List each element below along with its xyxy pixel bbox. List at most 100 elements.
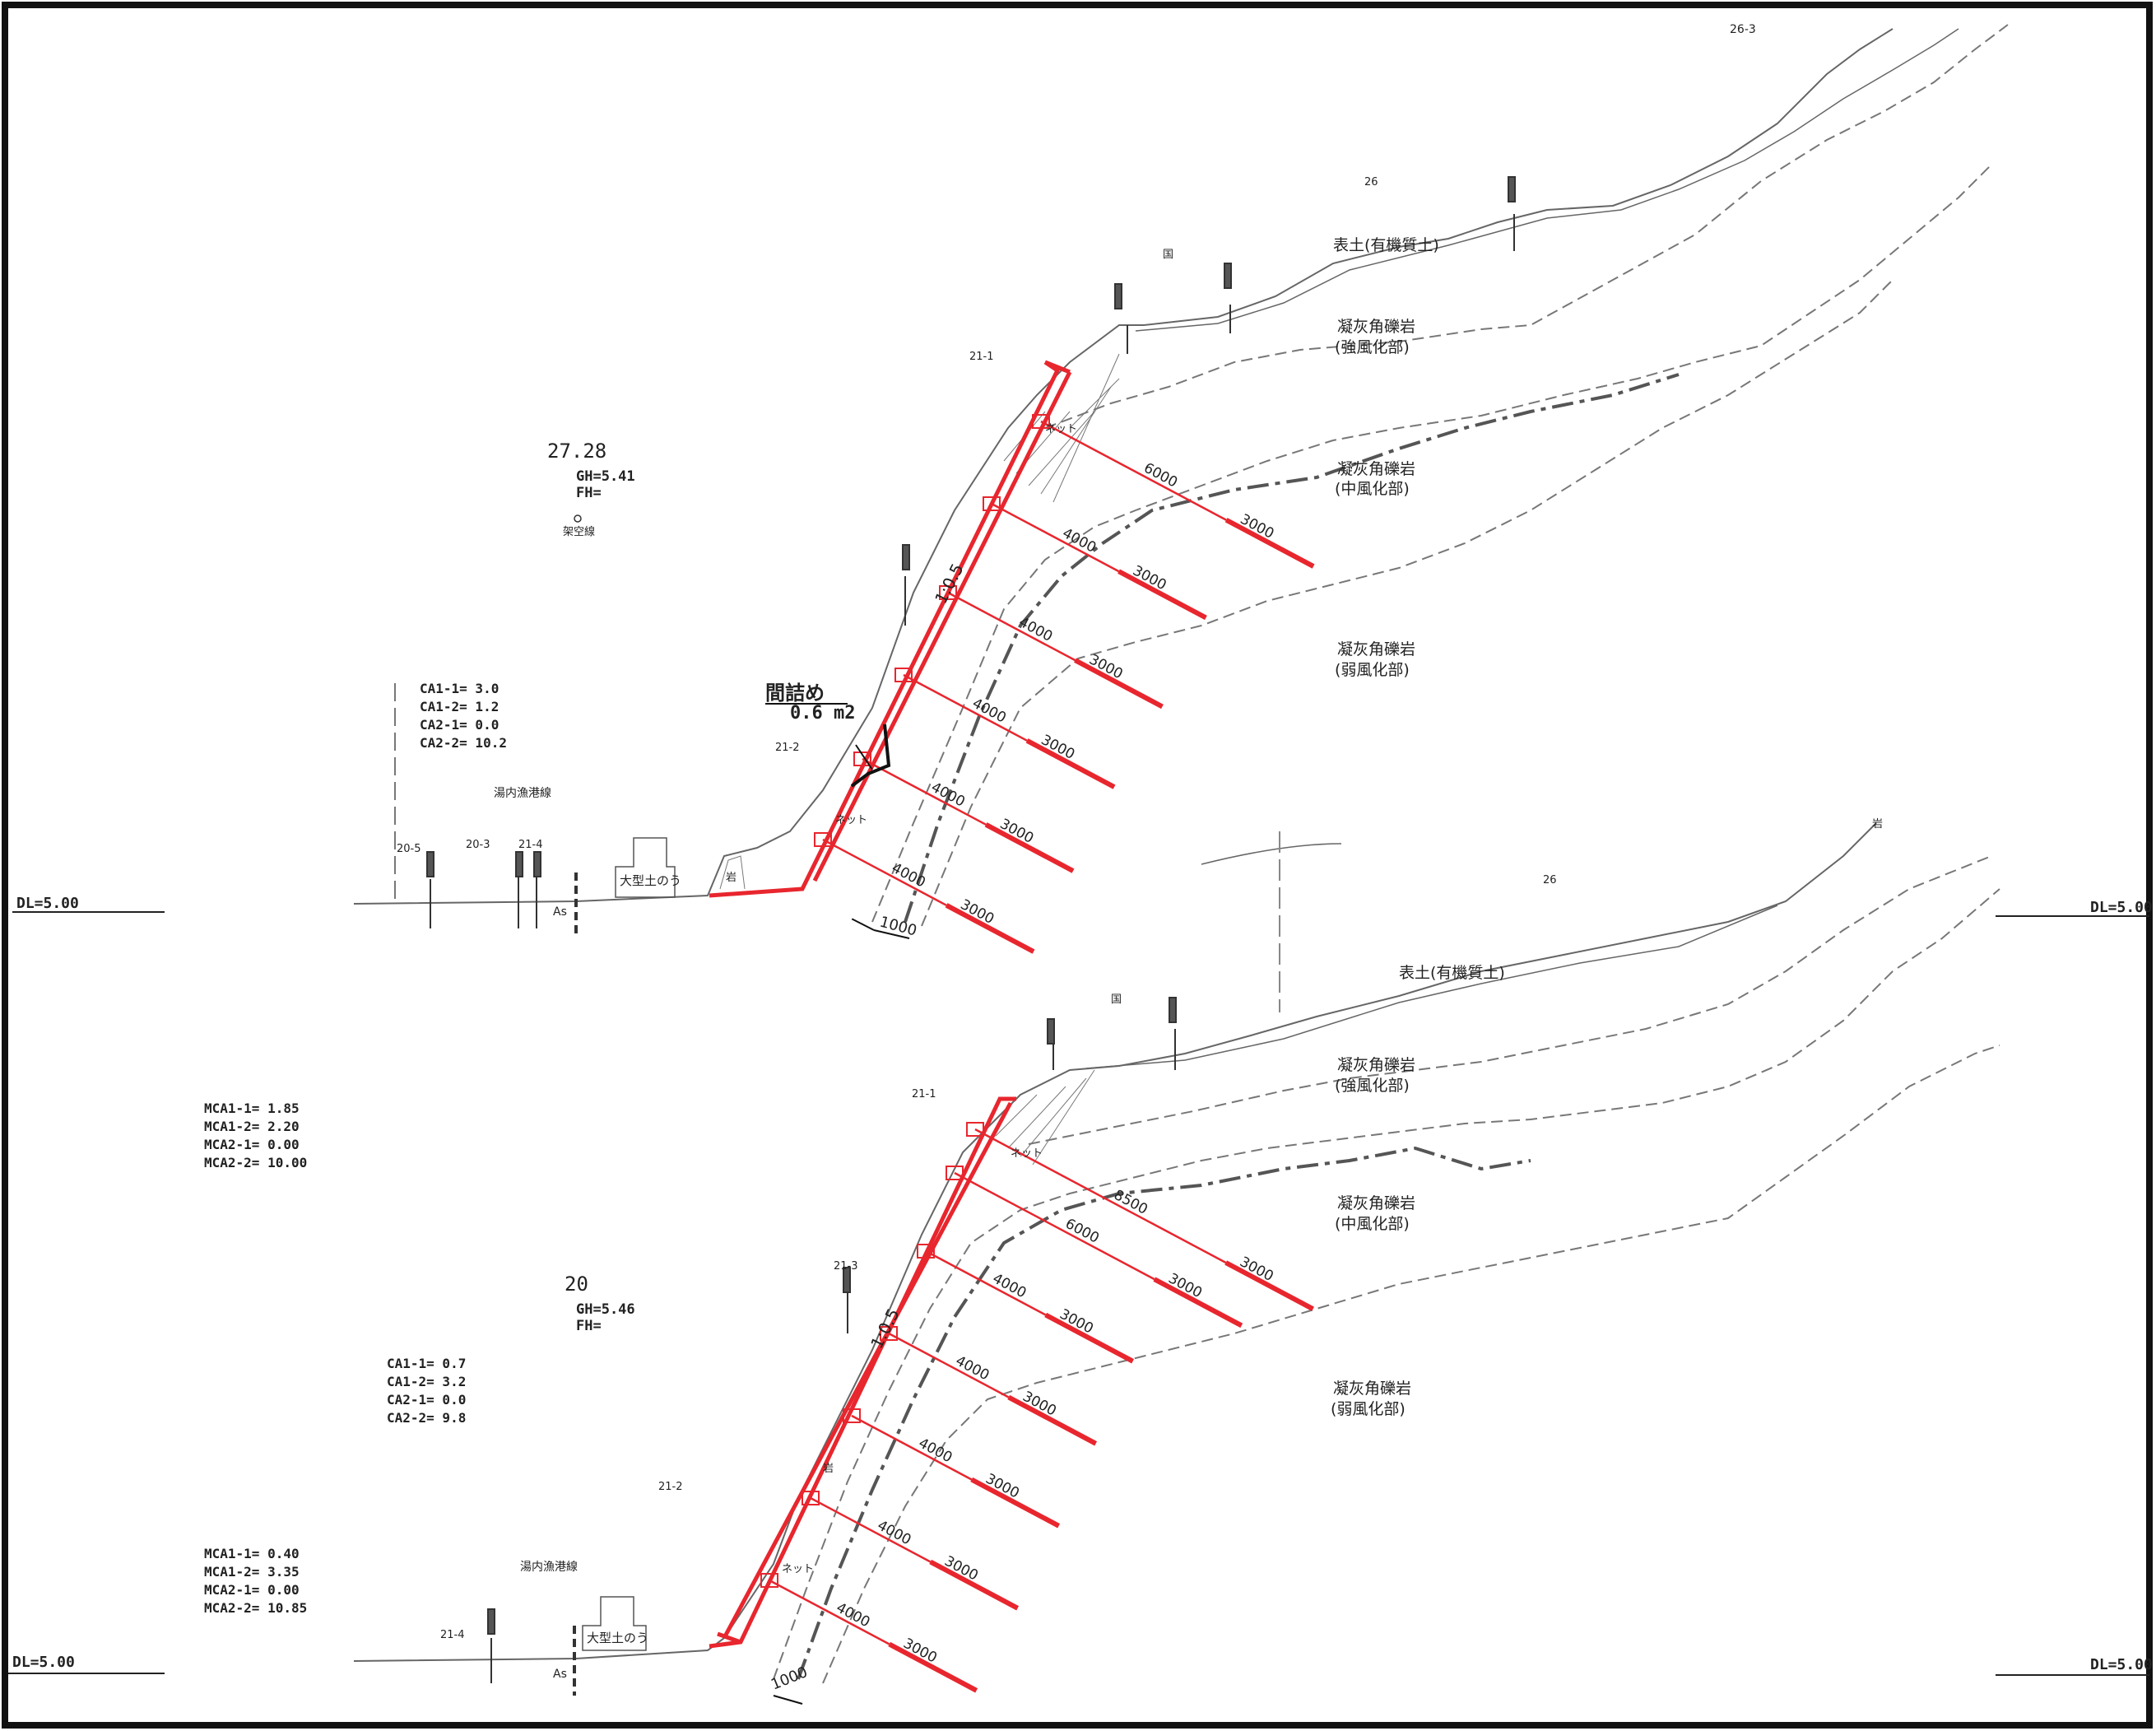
lower-mca-top-3: MCA2-1= 0.00 — [204, 1137, 300, 1152]
upper-base-dimension — [851, 918, 875, 931]
upper-sandbag-outline — [615, 837, 676, 898]
lower-base-dim-line — [773, 1695, 803, 1705]
lower-anchor-fixed-3 — [1044, 1312, 1135, 1364]
upper-rock-outline — [719, 855, 746, 890]
upper-anchor-plate-6 — [814, 832, 832, 847]
upper-anchor-fixed-1 — [1224, 518, 1315, 569]
lower-layer-4-name: 凝灰角礫岩 — [1333, 1380, 1411, 1398]
upper-base-dim-line — [873, 929, 910, 939]
upper-fill-label: 間詰め — [765, 682, 825, 705]
upper-anchor-fixed-4 — [1025, 738, 1116, 789]
upper-anchor-free-length-5: 4000 — [928, 779, 968, 811]
upper-anchor-plate-3 — [939, 585, 957, 600]
lower-anchor-free-4 — [888, 1332, 1010, 1398]
upper-rock-label: 岩 — [726, 872, 736, 884]
lower-ca-table: CA1-1= 0.7 CA1-2= 3.2 CA2-1= 0.0 CA2-2= … — [387, 1356, 466, 1426]
lower-boundary-4 — [822, 1045, 2000, 1684]
upper-survey-posts — [426, 176, 1516, 938]
upper-ca-1: CA1-1= 3.0 — [420, 681, 499, 696]
lower-boundary-2 — [797, 1146, 1531, 1680]
upper-layer-3-name: 凝灰角礫岩 — [1337, 460, 1415, 478]
upper-sandbag-label: 大型土のう — [620, 873, 681, 888]
lower-base-width: 1000 — [769, 1664, 810, 1694]
lower-asphalt-label: As — [553, 1668, 567, 1681]
upper-boundary-1 — [1044, 24, 2009, 429]
upper-anchor-plate-5 — [853, 751, 871, 766]
lower-anchor-fixed-1 — [1224, 1260, 1314, 1311]
lower-datum-label-left: DL=5.00 — [12, 1654, 75, 1671]
lower-anchor-fixed-4 — [1007, 1394, 1098, 1446]
upper-road-name: 湯内漁港線 — [494, 786, 551, 800]
upper-fill-leader — [855, 744, 873, 770]
lower-anchor-plate-4 — [880, 1326, 898, 1341]
lower-anchor-plate-1 — [966, 1122, 984, 1137]
upper-wire-marker — [574, 514, 582, 523]
upper-ca-2: CA1-2= 1.2 — [420, 699, 499, 714]
lower-anchor-free-length-2: 6000 — [1062, 1216, 1102, 1247]
upper-anchors: 6000300040003000400030004000300040003000… — [814, 414, 1315, 954]
upper-anchor-free-length-6: 4000 — [889, 860, 928, 891]
lower-anchor-free-length-3: 4000 — [990, 1270, 1029, 1301]
upper-ca-3: CA2-1= 0.0 — [420, 717, 499, 733]
lower-anchor-free-3 — [925, 1249, 1047, 1316]
upper-section: DL=5.00 DL=5.00 大型土のう — [12, 24, 2153, 954]
upper-ca-table: CA1-1= 3.0 CA1-2= 1.2 CA2-1= 0.0 CA2-2= … — [420, 681, 507, 751]
upper-boundary-3 — [871, 164, 1992, 923]
lower-layer-labels: 表土(有機質土) 凝灰角礫岩 (強風化部) 凝灰角礫岩 (中風化部) 凝灰角礫岩… — [1331, 964, 1505, 1418]
lower-anchor-free-6 — [810, 1496, 932, 1563]
lower-lot-21-4: 21-4 — [440, 1629, 465, 1641]
lower-slope-ratio: 1:0.5 — [867, 1305, 904, 1352]
upper-lot-21-4: 21-4 — [518, 839, 543, 851]
lower-anchor-free-5 — [851, 1414, 973, 1481]
lower-lot-26: 26 — [1543, 874, 1557, 886]
lower-survey-posts — [487, 997, 1177, 1696]
lower-ground-surface — [353, 822, 1877, 1662]
upper-anchor-fixed-2 — [1117, 569, 1207, 621]
lower-mca-top-1: MCA1-1= 1.85 — [204, 1100, 300, 1116]
lower-road-name: 湯内漁港線 — [520, 1560, 578, 1574]
upper-anchor-plate-4 — [894, 668, 913, 682]
lower-rock-label: 岩 — [823, 1463, 834, 1475]
lower-mca-top-2: MCA1-2= 2.20 — [204, 1119, 300, 1134]
lower-anchor-free-1 — [974, 1128, 1227, 1264]
upper-anchor-free-length-1: 6000 — [1141, 460, 1180, 491]
lower-mca-top-table: MCA1-1= 1.85 MCA1-2= 2.20 MCA2-1= 0.00 M… — [204, 1100, 307, 1170]
lower-rock-top: 岩 — [1872, 818, 1883, 831]
lower-ca-1: CA1-1= 0.7 — [387, 1356, 466, 1371]
upper-anchor-free-length-3: 4000 — [1016, 614, 1056, 645]
upper-lot-21-2: 21-2 — [775, 742, 800, 754]
lower-lot-21-2: 21-2 — [658, 1481, 683, 1493]
upper-net-label-top: ネット — [1045, 423, 1077, 435]
lower-anchor-free-2 — [954, 1171, 1155, 1281]
upper-overhead-wire: 架空線 — [563, 525, 595, 538]
upper-anchor-free-2 — [991, 502, 1120, 573]
lower-mca-bottom-1: MCA1-1= 0.40 — [204, 1546, 300, 1561]
upper-net-label-bottom: ネット — [835, 814, 867, 826]
lower-datum-label-right: DL=5.00 — [2090, 1656, 2153, 1673]
lower-ground-surface-offset — [1085, 905, 1778, 1069]
lower-lot-21-3: 21-3 — [834, 1260, 858, 1273]
lower-anchor-plate-5 — [843, 1408, 861, 1423]
upper-datum-label-right: DL=5.00 — [2090, 899, 2153, 916]
upper-lot-26: 26 — [1364, 176, 1378, 188]
lower-anchor-fixed-6 — [929, 1559, 1020, 1611]
upper-layer-3-zone: (中風化部) — [1335, 480, 1410, 498]
lower-anchor-free-length-7: 4000 — [834, 1599, 873, 1631]
upper-fh: FH= — [576, 485, 602, 501]
upper-lot-20-3: 20-3 — [466, 839, 490, 851]
lower-anchor-fixed-2 — [1153, 1277, 1243, 1328]
upper-layer-4-zone: (弱風化部) — [1335, 661, 1410, 679]
upper-layer-2-name: 凝灰角礫岩 — [1337, 318, 1415, 336]
upper-national-land: 国 — [1163, 249, 1173, 261]
upper-anchor-plate-2 — [983, 496, 1001, 511]
upper-anchor-fixed-6 — [945, 903, 1035, 954]
lower-station: 20 — [565, 1273, 588, 1296]
upper-frame — [709, 360, 1072, 898]
lower-anchor-free-length-4: 4000 — [953, 1352, 992, 1384]
lower-layer-1: 表土(有機質土) — [1399, 964, 1505, 982]
lower-anchor-plate-3 — [917, 1244, 935, 1259]
lower-upper-surface-arc — [1201, 843, 1342, 865]
